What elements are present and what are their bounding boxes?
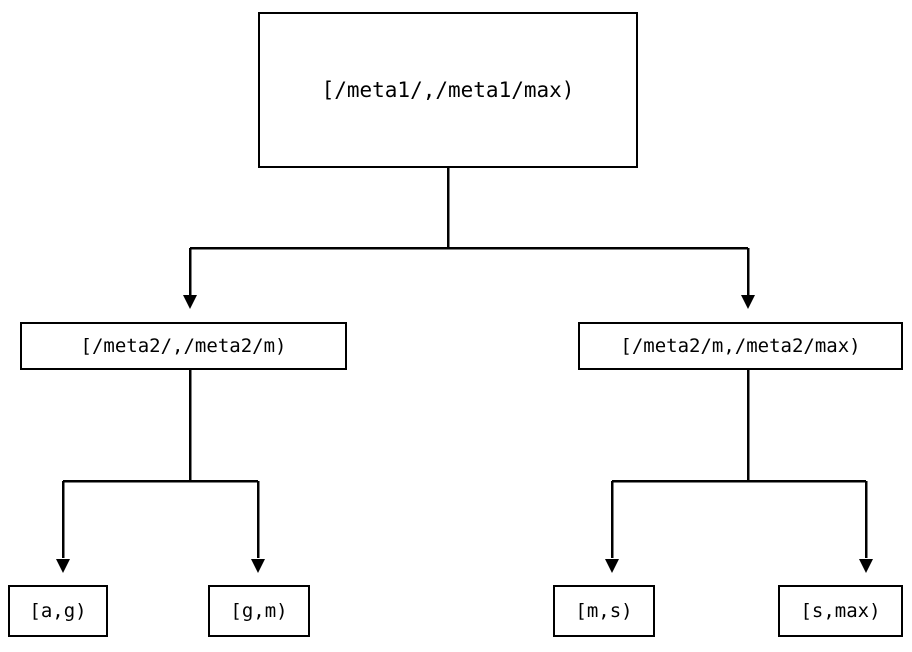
node-leaf-ag[interactable]: [a,g) — [8, 585, 108, 637]
node-root-label: [/meta1/,/meta1/max) — [321, 77, 575, 102]
node-leaf-gm[interactable]: [g,m) — [208, 585, 310, 637]
node-root[interactable]: [/meta1/,/meta1/max) — [258, 12, 638, 168]
arrowhead-to-leaf-ms — [605, 559, 619, 573]
arrowhead-to-mid-right — [741, 295, 755, 309]
node-leaf-smax-label: [s,max) — [800, 599, 881, 622]
arrowhead-to-leaf-gm — [251, 559, 265, 573]
node-leaf-ms[interactable]: [m,s) — [553, 585, 655, 637]
arrowhead-to-mid-left — [183, 295, 197, 309]
node-mid-right[interactable]: [/meta2/m,/meta2/max) — [578, 322, 903, 370]
arrowhead-to-leaf-ag — [56, 559, 70, 573]
node-mid-left-label: [/meta2/,/meta2/m) — [80, 334, 287, 357]
node-leaf-ms-label: [m,s) — [575, 599, 633, 622]
node-mid-left[interactable]: [/meta2/,/meta2/m) — [20, 322, 347, 370]
node-leaf-smax[interactable]: [s,max) — [778, 585, 903, 637]
node-leaf-ag-label: [a,g) — [29, 599, 87, 622]
node-mid-right-label: [/meta2/m,/meta2/max) — [620, 334, 861, 357]
node-leaf-gm-label: [g,m) — [230, 599, 288, 622]
arrowhead-to-leaf-smax — [859, 559, 873, 573]
